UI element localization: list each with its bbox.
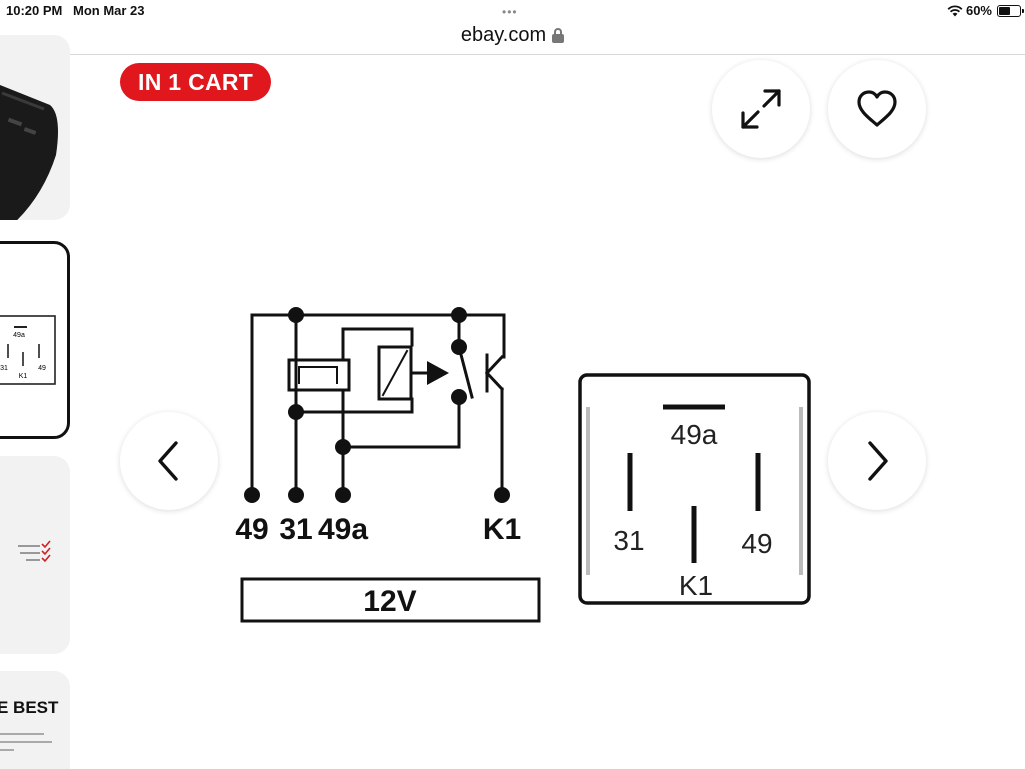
thumb-pin-bottom: K1 xyxy=(19,373,28,380)
expand-icon xyxy=(741,89,781,129)
terminal-label-31: 31 xyxy=(279,513,312,546)
promo-thumbnail xyxy=(0,733,52,751)
terminal-label-49a: 49a xyxy=(318,513,368,546)
thumbnail-strip: 49a 31 49 K1 E BEST xyxy=(0,35,75,769)
previous-image-button[interactable] xyxy=(120,412,218,510)
battery-icon xyxy=(997,4,1024,17)
thumbnail-4-text: E BEST xyxy=(0,698,59,717)
url-text: ebay.com xyxy=(460,24,547,46)
pin-label-49: 49 xyxy=(741,528,772,559)
main-image-viewer[interactable]: 49 31 49a K1 12V 49a 31 49 K1 IN 1 CART xyxy=(87,55,960,769)
status-time: 10:20 PM xyxy=(6,3,63,18)
chevron-left-icon xyxy=(158,441,178,481)
wifi-icon xyxy=(947,4,963,16)
features-thumbnail xyxy=(18,540,51,563)
pin-diagram-thumbnail: 49a 31 49 K1 xyxy=(0,315,56,385)
expand-button[interactable] xyxy=(712,60,810,158)
status-bar: 10:20 PM Mon Mar 23 60% xyxy=(0,0,1025,22)
thumbnail-4[interactable] xyxy=(0,671,70,769)
status-indicators: 60% xyxy=(947,3,1024,18)
voltage-label: 12V xyxy=(363,585,416,618)
url-field[interactable]: ebay.com xyxy=(0,24,1025,47)
status-date: Mon Mar 23 xyxy=(73,3,145,18)
relay-wiring-diagram: 49 31 49a K1 12V 49a 31 49 K1 xyxy=(235,307,811,623)
tab-options-dots[interactable]: ••• xyxy=(502,5,518,19)
chevron-right-icon xyxy=(868,441,888,481)
thumbnail-1[interactable] xyxy=(0,35,70,220)
pin-label-k1: K1 xyxy=(679,570,713,601)
thumbnail-3[interactable] xyxy=(0,456,70,654)
pin-label-31: 31 xyxy=(613,525,644,556)
thumb-pin-left: 31 xyxy=(0,365,8,372)
in-cart-badge: IN 1 CART xyxy=(120,63,272,101)
lock-icon xyxy=(552,28,565,43)
next-image-button[interactable] xyxy=(828,412,926,510)
terminal-label-49: 49 xyxy=(235,513,268,546)
thumbnail-2-selected[interactable]: 49a 31 49 K1 xyxy=(0,241,70,439)
thumb-pin-right: 49 xyxy=(38,365,46,372)
pin-label-49a: 49a xyxy=(671,419,718,450)
terminal-label-k1: K1 xyxy=(483,513,521,546)
favorite-button[interactable] xyxy=(828,60,926,158)
heart-icon xyxy=(857,90,897,127)
address-bar: ••• ebay.com xyxy=(0,0,1025,55)
battery-percent: 60% xyxy=(965,3,992,18)
relay-photo-thumbnail xyxy=(0,85,58,220)
thumb-pin-top: 49a xyxy=(13,332,25,339)
